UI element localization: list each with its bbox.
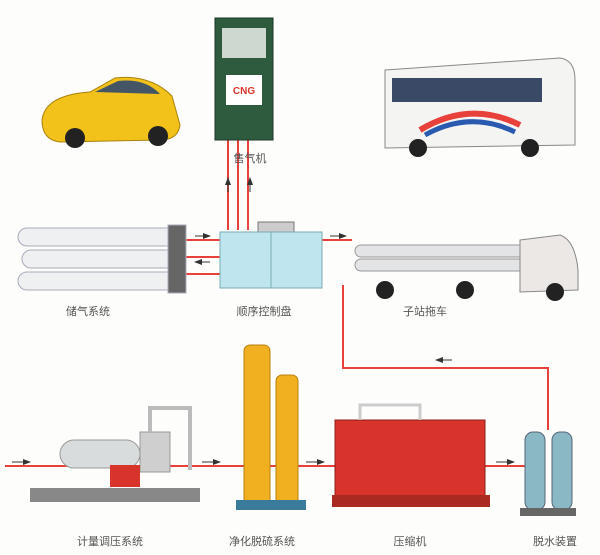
cng-dispenser: CNG: [214, 17, 274, 141]
metering-skid: [30, 406, 200, 502]
tube-trailer: [354, 234, 579, 301]
taxi-car: [41, 76, 181, 148]
label-dehydrator: 脱水装置: [533, 535, 577, 548]
label-metering: 计量调压系统: [77, 535, 143, 548]
label-trailer: 子站拖车: [403, 305, 447, 318]
bus: [384, 57, 576, 157]
storage-cylinders: [17, 224, 187, 294]
label-storage: 储气系统: [66, 305, 110, 318]
label-dispenser: 售气机: [233, 152, 267, 165]
flow-arrows: [12, 177, 515, 465]
control-panel: [219, 221, 323, 289]
purification-towers: [236, 344, 306, 510]
compressor-unit: [332, 403, 490, 507]
label-purification: 净化脱硫系统: [229, 535, 295, 548]
label-control-panel: 顺序控制盘: [236, 305, 292, 318]
dispenser-sign: CNG: [233, 86, 255, 97]
label-compressor: 压缩机: [393, 535, 427, 548]
dehydrator-unit: [520, 431, 576, 516]
